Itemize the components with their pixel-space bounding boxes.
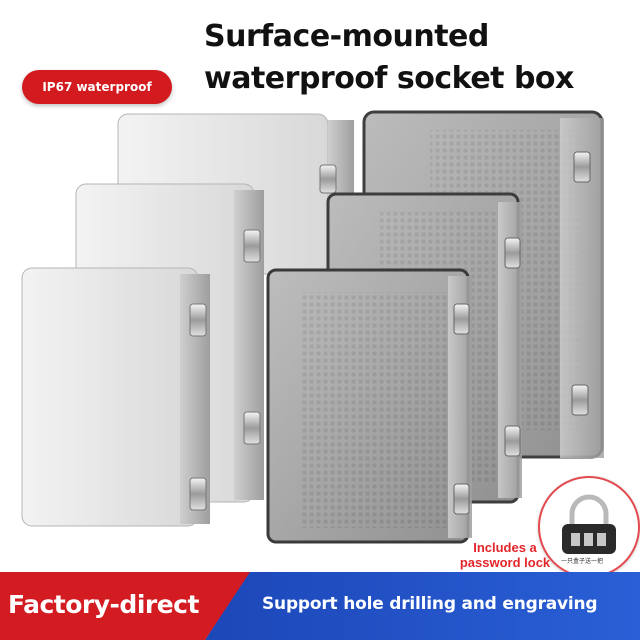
headline-line-1: Surface-mounted <box>204 19 489 54</box>
grey-box-small <box>21 267 210 527</box>
banner-right-text: Support hole drilling and engraving <box>262 594 598 614</box>
headline-line-2: waterproof socket box <box>204 61 574 96</box>
banner-blue-panel <box>205 572 640 640</box>
clear-box-small <box>266 268 472 544</box>
lock-callout: Includes a password lock <box>459 540 551 570</box>
bottom-banner: Factory-direct Support hole drilling and… <box>0 572 640 640</box>
enclosure-boxes-illustration <box>21 110 604 544</box>
lock-caption: 一只盒子送一把 <box>561 558 604 565</box>
banner-red-panel <box>0 572 250 640</box>
banner-left-text: Factory-direct <box>8 590 199 619</box>
ip67-badge: IP67 waterproof <box>22 70 172 104</box>
padlock-icon <box>562 494 616 554</box>
